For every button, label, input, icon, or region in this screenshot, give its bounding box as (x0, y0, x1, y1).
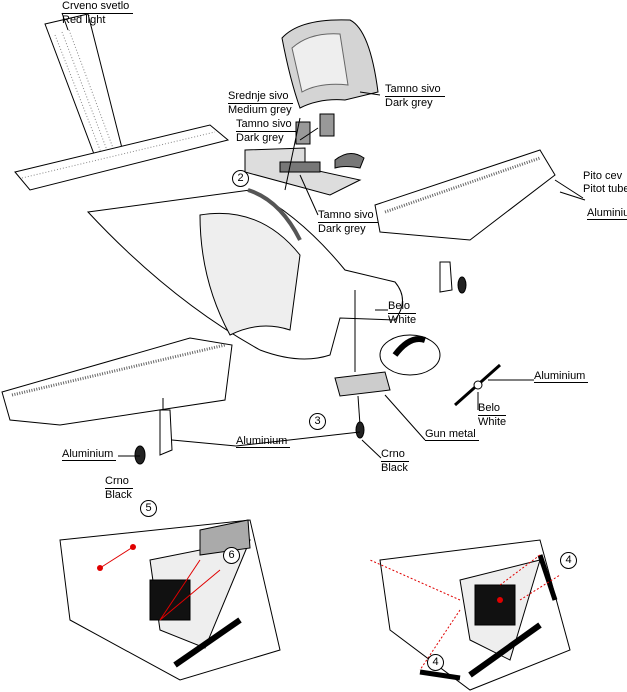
left-wing (1, 337, 233, 426)
label-prop-aluminium: Aluminium (534, 370, 589, 383)
step-number: 4 (427, 654, 444, 671)
nose-gear-box (334, 371, 391, 439)
fuselage (86, 188, 403, 360)
detail-view-left (59, 519, 281, 681)
step-number: 2 (232, 170, 249, 187)
vertical-fin (44, 13, 126, 171)
label-left-aluminium: Aluminium (62, 448, 117, 461)
detail-view-right (369, 539, 571, 691)
cowling-part (379, 334, 441, 376)
step-number: 3 (309, 413, 326, 430)
step-number: 6 (223, 547, 240, 564)
step-number: 5 (140, 500, 157, 517)
canopy (281, 19, 379, 109)
step-number: 4 (560, 552, 577, 569)
leader-lines (61, 12, 584, 459)
label-gun-metal: Gun metal (425, 428, 479, 441)
right-wing (374, 149, 586, 241)
label-center-aluminium: Aluminium (236, 435, 291, 448)
label-pitot-aluminium: Aluminiu (587, 207, 627, 220)
horizontal-stabilizer (14, 124, 230, 191)
propeller (454, 363, 501, 407)
main-landing-gear (134, 261, 467, 465)
seats (295, 113, 365, 169)
